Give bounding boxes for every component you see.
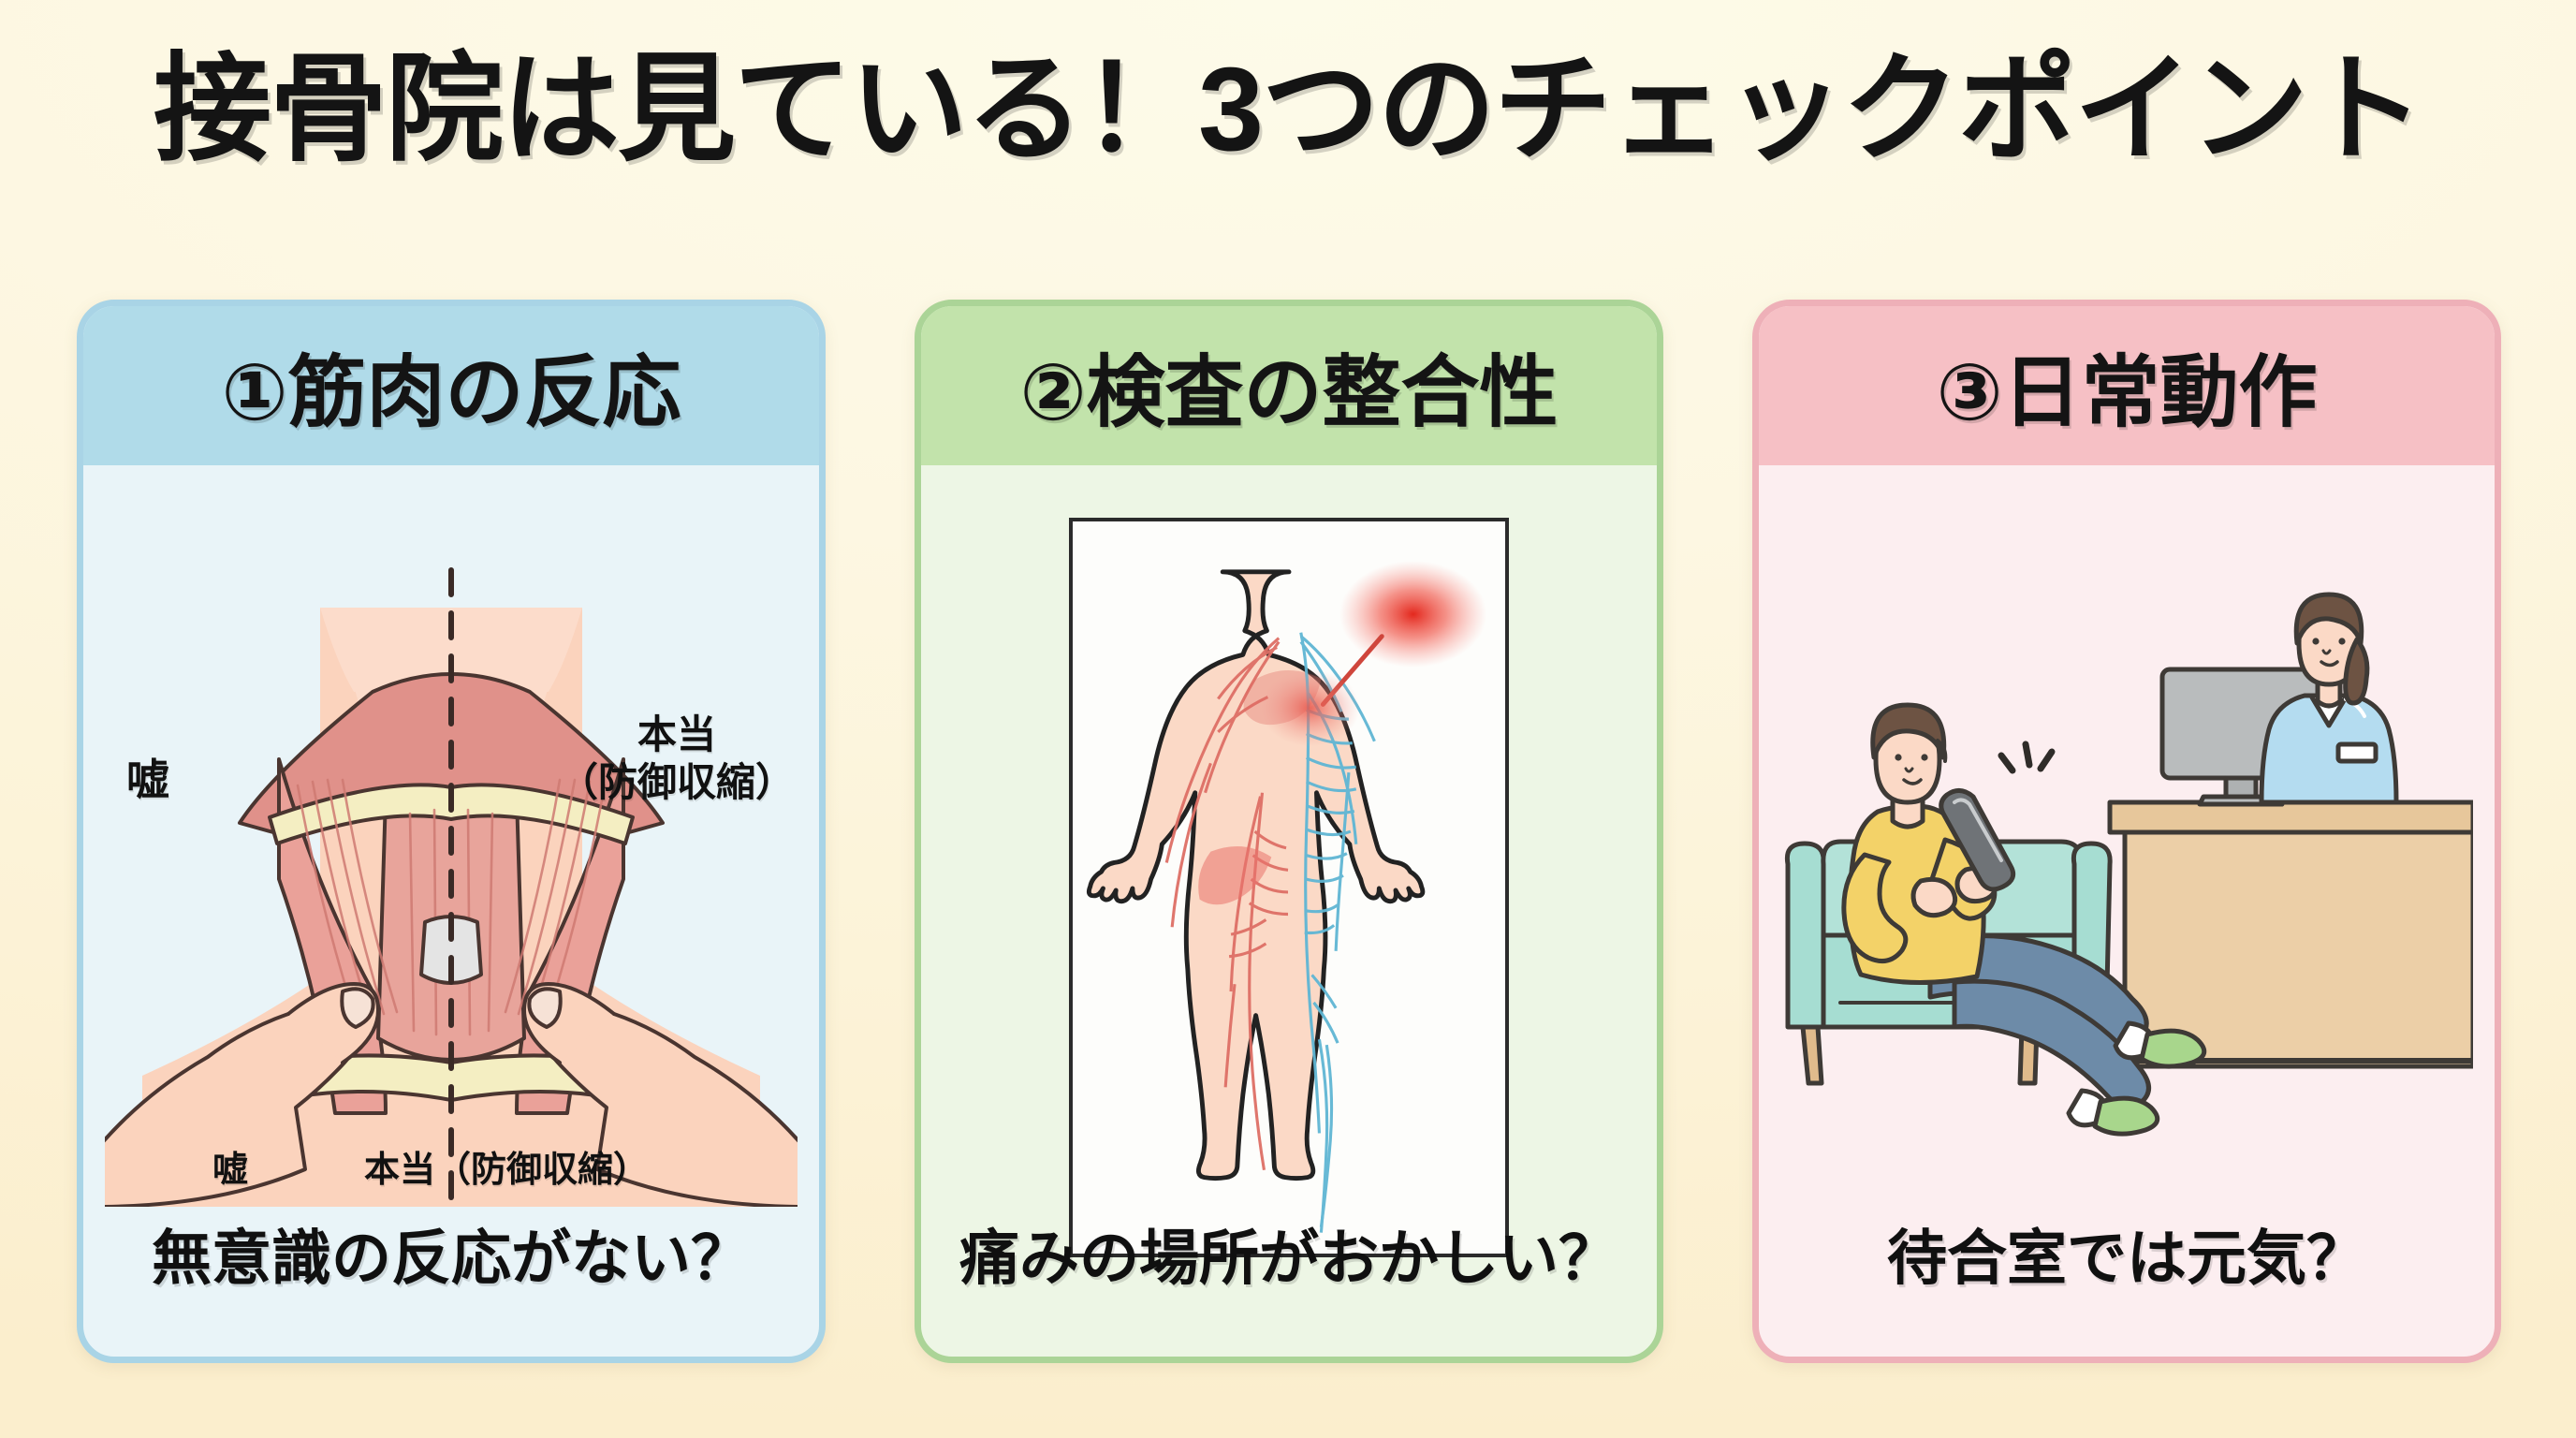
card-1-body: 嘘 本当 （防御収縮） 嘘 本当（防御収縮） 無意識の反応がない？ xyxy=(83,465,819,1357)
card-3-header: ③日常動作 xyxy=(1759,306,2495,465)
checkpoint-cards-row: ①筋肉の反応 xyxy=(77,300,2501,1367)
card-1-header: ①筋肉の反応 xyxy=(83,306,819,465)
waiting-room-scene-icon xyxy=(1784,592,2473,1137)
patient-figure-icon xyxy=(1841,702,2207,1137)
card-3-body: 待合室では元気？ xyxy=(1759,465,2495,1357)
label-left-lie: 嘘 xyxy=(126,756,169,804)
checkpoint-card-1[interactable]: ①筋肉の反応 xyxy=(77,300,826,1363)
card-2-body: 痛みの場所がおかしい？ xyxy=(921,465,1657,1357)
checkpoint-card-3[interactable]: ③日常動作 xyxy=(1752,300,2501,1363)
receptionist-figure-icon xyxy=(2259,592,2399,805)
notification-sparks-icon xyxy=(1998,741,2056,774)
label-right-true: 本当 （防御収縮） xyxy=(559,711,795,806)
card-1-caption: 無意識の反応がない？ xyxy=(152,1225,751,1292)
checkpoint-card-2[interactable]: ②検査の整合性 xyxy=(915,300,1663,1363)
label-right-true-line1: 本当 xyxy=(637,712,716,756)
card-2-caption: 痛みの場所がおかしい？ xyxy=(959,1225,1618,1292)
nervous-system-body-icon xyxy=(1086,561,1487,1233)
smartphone-icon xyxy=(1939,788,2016,892)
card-3-caption: 待合室では元気？ xyxy=(1887,1225,2366,1292)
neck-muscle-diagram-icon xyxy=(105,567,798,1207)
card-2-header: ②検査の整合性 xyxy=(921,306,1657,465)
pain-glow-marker xyxy=(1339,561,1487,668)
body-diagram-frame xyxy=(1069,518,1509,1257)
label-right-true-line2: （防御収縮） xyxy=(558,760,795,805)
label-bottom-lie: 嘘 xyxy=(212,1151,249,1190)
label-bottom-true: 本当（防御収縮） xyxy=(364,1151,650,1190)
pain-spot-marker xyxy=(1260,669,1360,747)
reception-desk-icon xyxy=(2107,800,2473,1069)
page-title: 接骨院は見ている！3つのチェックポイント xyxy=(153,43,2424,175)
